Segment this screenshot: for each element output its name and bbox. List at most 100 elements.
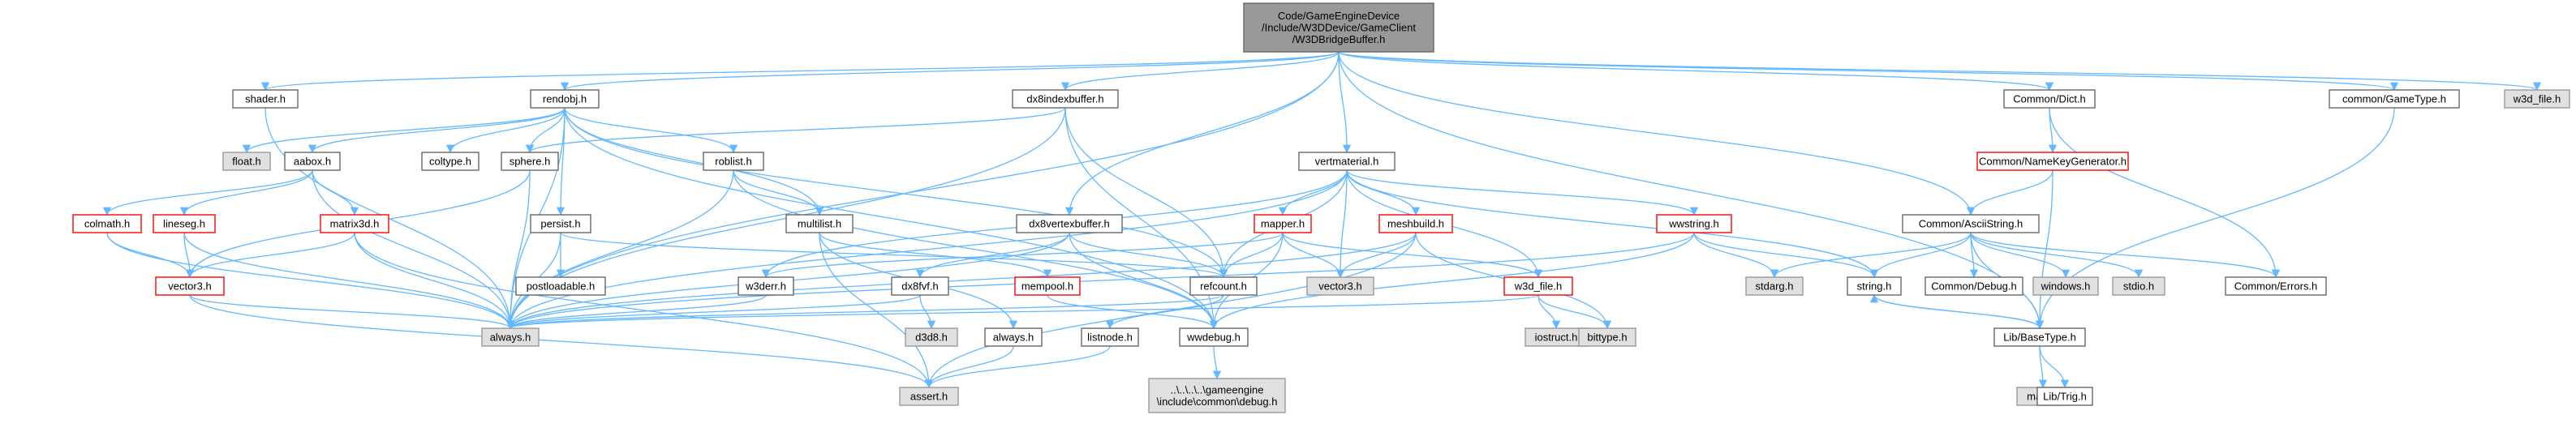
node-float[interactable]: float.h: [222, 152, 271, 171]
node-bittype[interactable]: bittype.h: [1578, 327, 1636, 347]
node-listnode[interactable]: listnode.h: [1081, 327, 1139, 347]
node-label: Lib/BaseType.h: [2003, 331, 2076, 344]
edge-dx8index-to-refcount: [1064, 107, 1228, 279]
node-meshbuild[interactable]: meshbuild.h: [1378, 214, 1453, 233]
edge-aabox-to-colmath: [102, 169, 313, 216]
edge-dx8vertex-to-refcount: [1069, 232, 1228, 279]
node-label: iostruct.h: [1535, 331, 1578, 344]
node-label: roblist.h: [715, 156, 752, 168]
edge-wwstring-to-always: [506, 232, 1695, 330]
node-w3derr[interactable]: w3derr.h: [738, 276, 794, 296]
node-label: mapper.h: [1261, 218, 1305, 230]
edge-aabox-to-matrix3d: [312, 169, 359, 216]
node-asciistring[interactable]: Common/AsciiString.h: [1902, 214, 2040, 233]
node-always[interactable]: always.h: [481, 327, 540, 347]
node-gedebug[interactable]: ..\..\..\..\gameengine\include\common\de…: [1148, 378, 1286, 413]
node-dx8index[interactable]: dx8indexbuffer.h: [1012, 89, 1119, 109]
node-commondict[interactable]: Common/Dict.h: [2003, 89, 2096, 109]
edge-roblist-to-always: [505, 169, 734, 330]
node-box: [2003, 89, 2096, 109]
edge-aabox-to-always: [312, 169, 515, 330]
node-box: [984, 327, 1043, 347]
edge-vertmaterial-to-string: [1346, 169, 1879, 279]
node-colmath[interactable]: colmath.h: [72, 214, 142, 233]
edge-wwstring-to-stdarg: [1693, 232, 1779, 279]
edge-meshbuild-to-assert: [924, 232, 1417, 389]
node-commondebug[interactable]: Common/Debug.h: [1924, 276, 2023, 296]
node-label: persist.h: [540, 218, 580, 230]
edge-refcount-to-listnode: [1105, 294, 1224, 330]
node-vector3[interactable]: vector3.h: [155, 276, 225, 296]
node-windows[interactable]: windows.h: [2032, 276, 2099, 296]
node-sphere[interactable]: sphere.h: [501, 152, 559, 171]
node-stdarg[interactable]: stdarg.h: [1745, 276, 1804, 296]
node-matrix3d[interactable]: matrix3d.h: [320, 214, 389, 233]
node-box: [1976, 152, 2129, 171]
edge-mapper-to-w3dfile: [1282, 232, 1543, 279]
node-label: vector3.h: [1318, 280, 1361, 293]
node-w3dfile-top[interactable]: w3d_file.h: [2504, 89, 2570, 109]
node-label: \include\common\debug.h: [1157, 396, 1278, 408]
edge-commondict-to-commonerrors: [2049, 107, 2281, 279]
edge-root-to-dx8vertex: [1064, 51, 1340, 216]
node-persist[interactable]: persist.h: [530, 214, 591, 233]
node-label: coltype.h: [429, 156, 471, 168]
edge-dx8fvf-to-always: [506, 294, 921, 330]
node-iostruct[interactable]: iostruct.h: [1525, 327, 1588, 347]
node-label: wwstring.h: [1668, 218, 1718, 230]
node-wwstring[interactable]: wwstring.h: [1656, 214, 1732, 233]
node-box: [905, 327, 958, 347]
node-assert[interactable]: assert.h: [899, 387, 959, 406]
node-commongametype[interactable]: common/GameType.h: [2329, 89, 2460, 109]
node-wwdebug[interactable]: wwdebug.h: [1179, 327, 1249, 347]
node-label: Common/Errors.h: [2234, 280, 2318, 293]
node-d3d8[interactable]: d3d8.h: [905, 327, 958, 347]
node-mapper[interactable]: mapper.h: [1254, 214, 1312, 233]
node-root[interactable]: Code/GameEngineDevice/Include/W3DDevice/…: [1243, 2, 1434, 53]
edge-aabox-to-lineseg: [179, 169, 313, 216]
node-dx8vertex[interactable]: dx8vertexbuffer.h: [1016, 214, 1123, 233]
node-label: meshbuild.h: [1387, 218, 1444, 230]
node-postloadable[interactable]: postloadable.h: [515, 276, 606, 296]
node-mempool[interactable]: mempool.h: [1014, 276, 1081, 296]
node-lineseg[interactable]: lineseg.h: [153, 214, 216, 233]
node-box: [2329, 89, 2460, 109]
node-box: [1081, 327, 1139, 347]
node-basetype[interactable]: Lib/BaseType.h: [1993, 327, 2086, 347]
node-namekey[interactable]: Common/NameKeyGenerator.h: [1976, 152, 2129, 171]
node-vector3sys[interactable]: vector3.h: [1306, 276, 1374, 296]
edge-w3dfile-to-bittype: [1537, 294, 1612, 330]
edge-basetype-to-string: [1869, 293, 2041, 329]
edge-root-to-asciistring: [1338, 51, 1976, 216]
node-label: /W3DBridgeBuffer.h: [1292, 33, 1386, 45]
node-label: Lib/Trig.h: [2043, 391, 2087, 403]
node-refcount[interactable]: refcount.h: [1189, 276, 1258, 296]
node-box: [232, 89, 299, 109]
node-box: [1243, 2, 1434, 53]
node-dx8fvf[interactable]: dx8fvf.h: [891, 276, 949, 296]
node-alwaysn[interactable]: always.h: [984, 327, 1043, 347]
edge-asciistring-to-commondebug: [1969, 232, 1979, 279]
node-w3dfile[interactable]: w3d_file.h: [1503, 276, 1573, 296]
node-trig[interactable]: Lib/Trig.h: [2036, 387, 2093, 406]
node-label: Common/Debug.h: [1931, 280, 2017, 293]
edge-root-to-shader: [261, 51, 1340, 92]
node-shader[interactable]: shader.h: [232, 89, 299, 109]
edge-colmath-to-vector3: [106, 232, 195, 279]
node-multilist[interactable]: multilist.h: [785, 214, 854, 233]
node-roblist[interactable]: roblist.h: [703, 152, 764, 171]
node-label: Code/GameEngineDevice: [1278, 10, 1400, 22]
edge-rendobj-to-coltype: [445, 107, 566, 154]
edge-basetype-to-trig: [2039, 345, 2070, 389]
node-rendobj[interactable]: rendobj.h: [530, 89, 600, 109]
edge-wwstring-to-string: [1693, 232, 1879, 279]
node-label: rendobj.h: [543, 93, 587, 105]
node-string[interactable]: string.h: [1847, 276, 1902, 296]
edge-asciistring-to-stdarg: [1770, 232, 1972, 279]
node-coltype[interactable]: coltype.h: [421, 152, 480, 171]
node-vertmaterial[interactable]: vertmaterial.h: [1298, 152, 1396, 171]
node-aabox[interactable]: aabox.h: [284, 152, 341, 171]
node-stdio[interactable]: stdio.h: [2112, 276, 2165, 296]
edge-namekey-to-asciistring: [1966, 169, 2053, 216]
node-commonerrors[interactable]: Common/Errors.h: [2225, 276, 2327, 296]
